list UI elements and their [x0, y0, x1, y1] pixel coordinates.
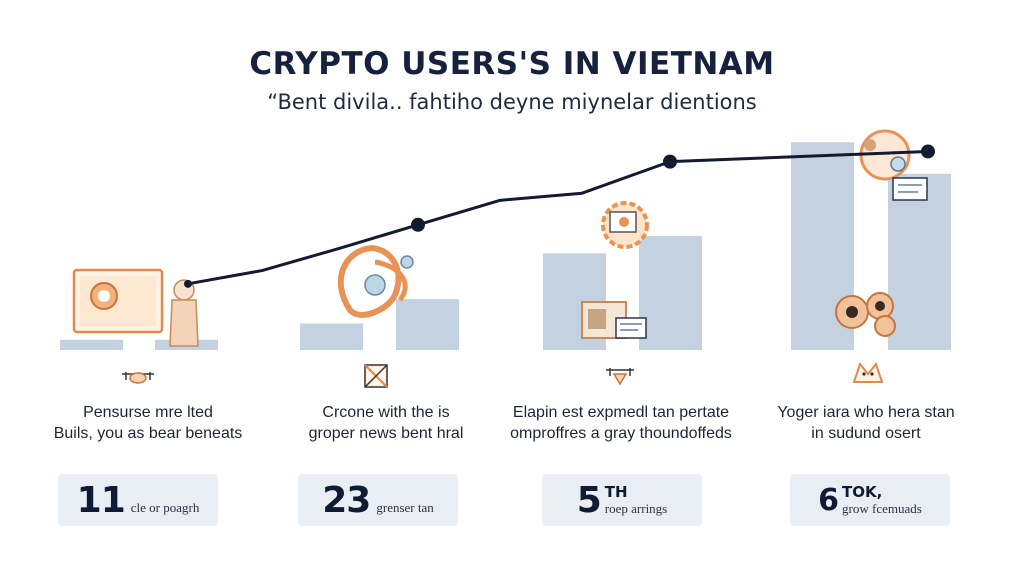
- points-group: [184, 144, 935, 288]
- chart-title: CRYPTO USERS'S IN VIETNAM: [249, 46, 775, 82]
- caption-3: Elapin est expmedl tan pertate omproffre…: [496, 402, 746, 444]
- caption-3-line1: Elapin est expmedl tan pertate: [512, 404, 730, 421]
- gears-cluster-icon: [835, 292, 896, 337]
- stat-2-label: grenser tan: [376, 500, 434, 515]
- stat-3-label: roep arrings: [604, 501, 668, 516]
- network-icon: [859, 129, 928, 201]
- caption-1-line1: Pensurse mre lted: [83, 404, 213, 421]
- illustrations-group: [72, 129, 928, 347]
- caption-2-line2: groper news bent hral: [308, 425, 464, 442]
- crossed-box-icon: [364, 364, 388, 388]
- gear-icon: [601, 201, 649, 249]
- bar-8: [888, 173, 951, 350]
- person-icon: [169, 279, 199, 347]
- stat-4-label: grow fcemuads: [842, 501, 922, 516]
- line-point-4: [411, 217, 425, 232]
- stat-3-value: 5: [576, 479, 602, 521]
- trend-line: [187, 149, 929, 286]
- chart-subtitle: “Bent divila.. fahtiho deyne miynelar di…: [267, 90, 757, 114]
- stat-4-value: 6: [818, 482, 839, 518]
- caption-4-line2: in sudund osert: [811, 425, 921, 442]
- laptop-icon: [72, 268, 164, 334]
- stat-1-label: cle or poagrh: [130, 500, 200, 515]
- bars-group: [60, 142, 951, 350]
- stat-2-value: 23: [322, 479, 371, 521]
- caption-1-line2: Buils, you as bear beneats: [53, 425, 243, 442]
- caption-3-line2: omproffres a gray thoundoffeds: [510, 425, 732, 442]
- stat-4-suffix: TOK,: [842, 483, 883, 501]
- coins-icon: [337, 244, 414, 318]
- bar-1: [60, 339, 123, 350]
- bar-6: [639, 235, 702, 350]
- caption-4: Yoger iara who hera stan in sudund osert: [756, 402, 976, 444]
- drone-icon: [606, 368, 634, 386]
- caption-2-line1: Crcone with the is: [322, 404, 450, 421]
- caption-4-line1: Yoger iara who hera stan: [777, 404, 955, 421]
- stat-card-3: 5 TH roep arrings: [542, 474, 702, 526]
- stat-3-suffix: TH: [604, 483, 628, 501]
- stat-1-value: 11: [76, 479, 126, 521]
- drone-icon: [122, 372, 154, 384]
- stat-card-1: 11 cle or poagrh: [58, 474, 218, 526]
- line-point-8: [921, 144, 935, 159]
- stat-card-4: 6 TOK, grow fcemuads: [790, 474, 950, 526]
- fox-icon: [852, 361, 884, 383]
- caption-1: Pensurse mre lted Buils, you as bear ben…: [38, 402, 258, 444]
- line-point-7: [663, 154, 677, 169]
- stat-card-2: 23 grenser tan: [298, 474, 458, 526]
- screen-icon: [581, 301, 647, 339]
- bar-4: [396, 299, 459, 350]
- bar-3: [300, 323, 363, 350]
- line-point-1: [184, 279, 192, 288]
- caption-2: Crcone with the is groper news bent hral: [276, 402, 496, 444]
